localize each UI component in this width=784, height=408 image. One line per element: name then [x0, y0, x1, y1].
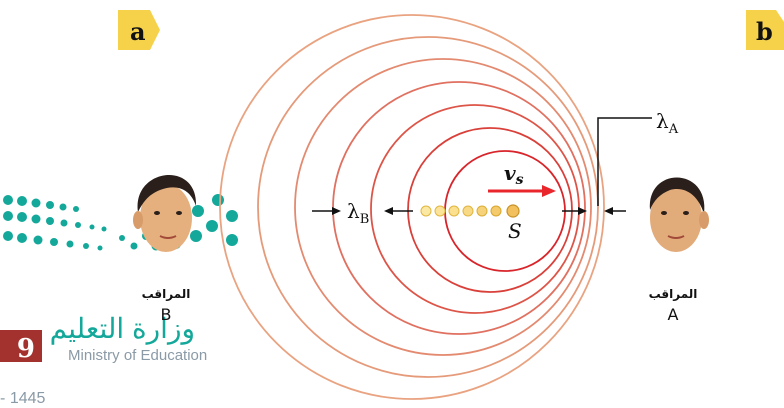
velocity-label: vs: [504, 161, 524, 188]
panel-label-a: a: [130, 17, 146, 46]
observer-a-letter: A: [668, 305, 679, 324]
lambda-b-indicator: [312, 207, 413, 215]
wavefront-3: [294, 58, 592, 356]
logo-english-text: Ministry of Education: [68, 347, 207, 364]
observer-b-letter: B: [161, 305, 172, 324]
velocity-arrow: [488, 185, 556, 197]
observer-b-face: [133, 175, 197, 252]
logo-dots: [3, 194, 238, 251]
lambda-a-indicator: [562, 117, 652, 215]
wavefronts: [219, 14, 605, 400]
logo-arabic-text: وزارة التعليم: [50, 313, 195, 345]
lambda-a-label: λA: [656, 109, 679, 137]
panel-label-a-badge: a: [118, 10, 160, 50]
source-label: S: [508, 219, 522, 243]
source-positions: [420, 204, 520, 218]
wavefront-6: [407, 127, 573, 293]
panel-label-b-badge: b: [746, 10, 784, 50]
page-number: 9: [17, 334, 35, 364]
wavefront-2: [257, 36, 599, 378]
source-dot: [434, 205, 446, 217]
page-number-badge: 9: [0, 330, 42, 364]
source-dot-current: [506, 204, 520, 218]
observer-b-label-ar: المراقب: [142, 287, 191, 301]
source-dot: [448, 205, 460, 217]
wavefront-5: [370, 104, 580, 314]
observer-a-label-ar: المراقب: [649, 287, 698, 301]
source-dot: [462, 205, 474, 217]
observer-a-face: [649, 177, 709, 252]
wavefront-1: [219, 14, 605, 400]
source-dot: [420, 205, 432, 217]
logo-year: 2024 - 1445: [0, 390, 46, 407]
source-dot: [490, 205, 502, 217]
ministry-logo: وزارة التعليم Ministry of Education 2024…: [0, 194, 238, 407]
source-dot: [476, 205, 488, 217]
panel-label-b: b: [756, 17, 773, 46]
lambda-b-label: λB: [347, 199, 369, 227]
